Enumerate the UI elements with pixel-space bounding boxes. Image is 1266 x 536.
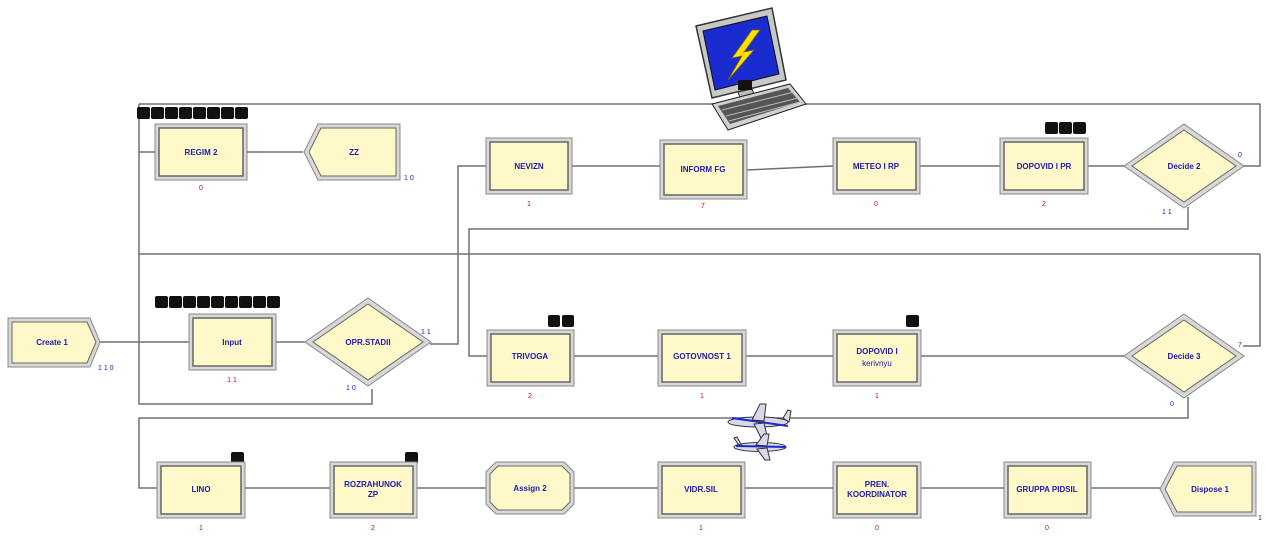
vidr-sil-module[interactable]: VIDR.SIL 1 [658, 462, 745, 532]
dopovid-pr-count: 2 [1042, 201, 1046, 208]
badge-strip-input [155, 296, 280, 308]
pren-koordinator-module[interactable]: PREN. KOORDINATOR 0 [833, 462, 921, 532]
airplane-icon [728, 404, 791, 460]
inform-fg-module[interactable]: INFORM FG 7 [660, 140, 747, 210]
input-module[interactable]: Input 1 1 [189, 314, 276, 384]
create-1-label: Create 1 [36, 338, 68, 347]
meteo-module[interactable]: METEO I RP 0 [833, 138, 920, 208]
dopovid-ker-count: 1 [875, 393, 879, 400]
opr-stadii-true-count: 1 1 [421, 329, 431, 336]
trivoga-label: TRIVOGA [512, 352, 549, 361]
opr-stadii-false-count: 1 0 [346, 385, 356, 392]
create-1-module[interactable]: Create 1 1 1 0 [8, 318, 114, 372]
dispose-1-module[interactable]: Dispose 1 1 [1160, 462, 1262, 522]
dopovid-ker-label-2: kerivnyu [862, 359, 892, 368]
dopovid-ker-module[interactable]: DOPOVID I kerivnyu 1 [833, 330, 921, 400]
pren-koordinator-label: PREN. [865, 480, 889, 489]
nevizn-module[interactable]: NEVIZN 1 [486, 138, 572, 208]
rozrahunok-label-2: ZP [368, 490, 379, 499]
rozrahunok-count: 2 [371, 525, 375, 532]
regim-2-label: REGIM 2 [185, 148, 218, 157]
gotovnost-module[interactable]: GOTOVNOST 1 1 [658, 330, 746, 400]
gotovnost-count: 1 [700, 393, 704, 400]
pren-koordinator-count: 0 [875, 525, 879, 532]
decide-2-false-count: 1 1 [1162, 209, 1172, 216]
decide-2-module[interactable]: Decide 2 0 1 1 [1124, 124, 1244, 216]
zz-module[interactable]: ZZ 1 0 [304, 124, 414, 182]
assign-2-label: Assign 2 [513, 484, 547, 493]
badge-dopovid-ker [906, 315, 919, 327]
rozrahunok-module[interactable]: ROZRAHUNOK ZP 2 [330, 462, 417, 532]
regim-2-module[interactable]: REGIM 2 0 [155, 124, 247, 192]
resource-badges [137, 107, 1086, 464]
badge-strip-regim [137, 107, 248, 119]
pren-koordinator-label-2: KOORDINATOR [847, 490, 907, 499]
assign-2-module[interactable]: Assign 2 [486, 462, 574, 514]
opr-stadii-label: OPR.STADII [345, 338, 390, 347]
dopovid-pr-module[interactable]: DOPOVID I PR 2 [1000, 138, 1088, 208]
meteo-label: METEO I RP [853, 162, 900, 171]
decide-3-true-count: 7 [1238, 342, 1242, 349]
badge-strip-dopovid-pr [1045, 122, 1086, 134]
lino-count: 1 [199, 525, 203, 532]
dispose-1-count: 1 [1258, 515, 1262, 522]
decide-2-true-count: 0 [1238, 152, 1242, 159]
dopovid-pr-label: DOPOVID I PR [1017, 162, 1072, 171]
decide-3-label: Decide 3 [1168, 352, 1201, 361]
dopovid-ker-label: DOPOVID I [856, 347, 897, 356]
vidr-sil-label: VIDR.SIL [684, 485, 718, 494]
badge-strip-trivoga [548, 315, 574, 327]
gruppa-pidsil-module[interactable]: GRUPPA PIDSIL 0 [1004, 462, 1091, 532]
decide-3-module[interactable]: Decide 3 7 0 [1124, 314, 1244, 408]
gruppa-pidsil-label: GRUPPA PIDSIL [1016, 485, 1077, 494]
inform-fg-label: INFORM FG [681, 165, 726, 174]
gruppa-pidsil-count: 0 [1045, 525, 1049, 532]
decide-2-label: Decide 2 [1168, 162, 1201, 171]
meteo-count: 0 [874, 201, 878, 208]
gotovnost-label: GOTOVNOST 1 [673, 352, 731, 361]
rozrahunok-label: ROZRAHUNOK [344, 480, 402, 489]
vidr-sil-count: 1 [699, 525, 703, 532]
decide-3-false-count: 0 [1170, 401, 1174, 408]
input-label: Input [222, 338, 242, 347]
computer-icon [696, 8, 806, 130]
dispose-1-label: Dispose 1 [1191, 485, 1229, 494]
lino-module[interactable]: LINO 1 [157, 462, 245, 532]
opr-stadii-module[interactable]: OPR.STADII 1 1 1 0 [305, 298, 431, 392]
nevizn-count: 1 [527, 201, 531, 208]
input-count: 1 1 [227, 377, 237, 384]
create-1-count: 1 1 0 [98, 365, 114, 372]
trivoga-count: 2 [528, 393, 532, 400]
zz-label: ZZ [349, 148, 359, 157]
nevizn-label: NEVIZN [514, 162, 544, 171]
lino-label: LINO [191, 485, 210, 494]
trivoga-module[interactable]: TRIVOGA 2 [487, 330, 574, 400]
zz-count: 1 0 [404, 175, 414, 182]
inform-fg-count: 7 [701, 203, 705, 210]
regim-2-count: 0 [199, 185, 203, 192]
